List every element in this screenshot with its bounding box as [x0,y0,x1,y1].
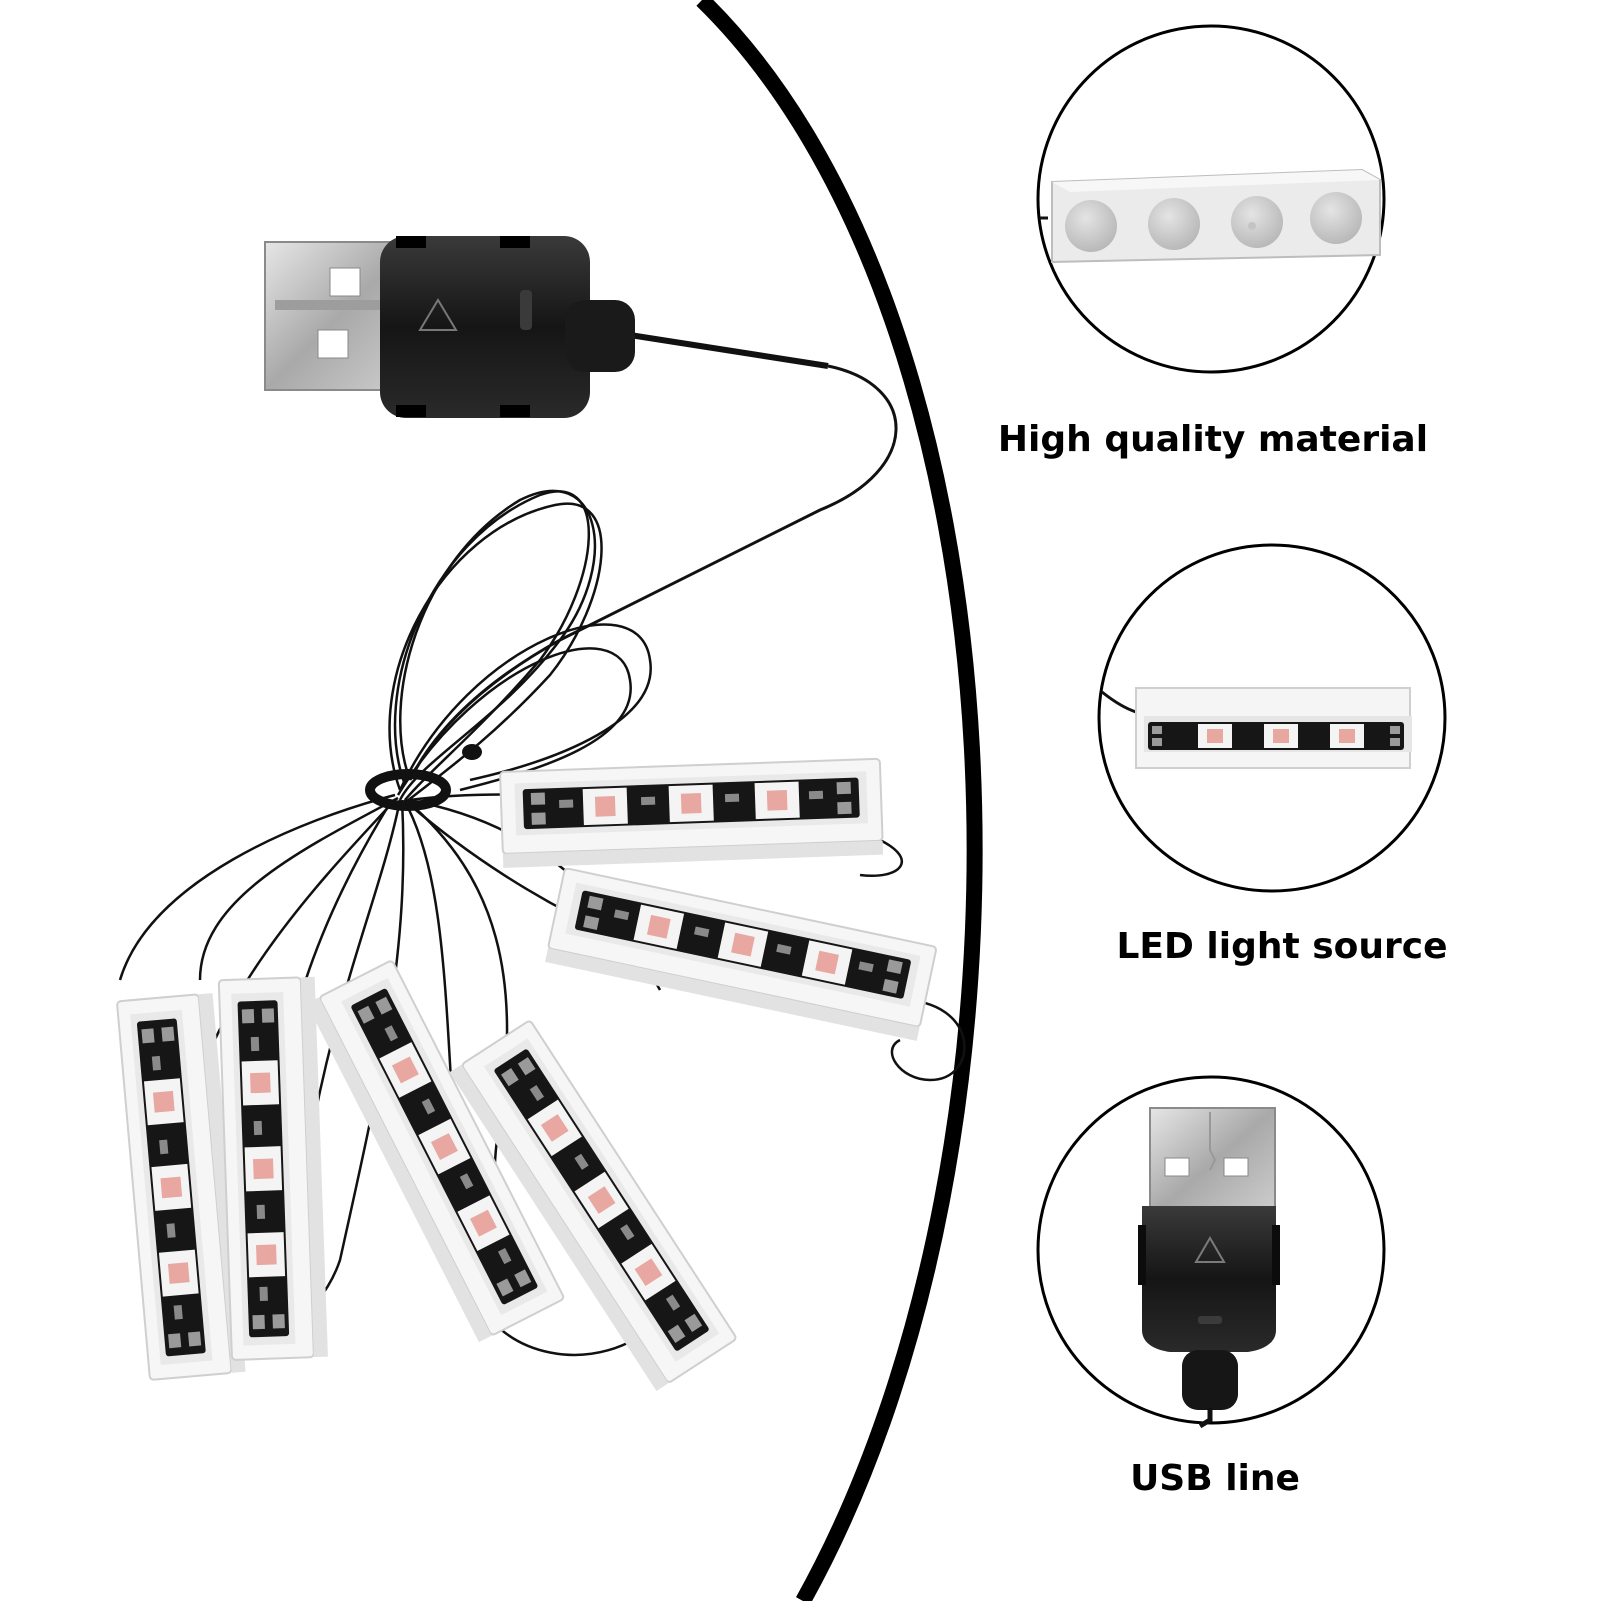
usb-plug-main [264,236,635,418]
feature-caption-led: LED light source [1116,926,1448,967]
led-bar [544,867,938,1042]
led-strip-icon [1101,687,1412,769]
led-bar [499,757,885,869]
product-photo [115,236,966,1392]
usb-plug-icon [1138,1107,1280,1429]
feature-caption-usb: USB line [1130,1458,1300,1499]
feature-circle-material [1036,24,1386,374]
divider-arc [696,0,983,1601]
feature-circle-usb [1036,1075,1386,1429]
feature-caption-material: High quality material [997,419,1429,460]
led-bar [217,975,329,1361]
lego-brick-icon [1040,168,1381,264]
feature-circle-led [1097,543,1447,893]
